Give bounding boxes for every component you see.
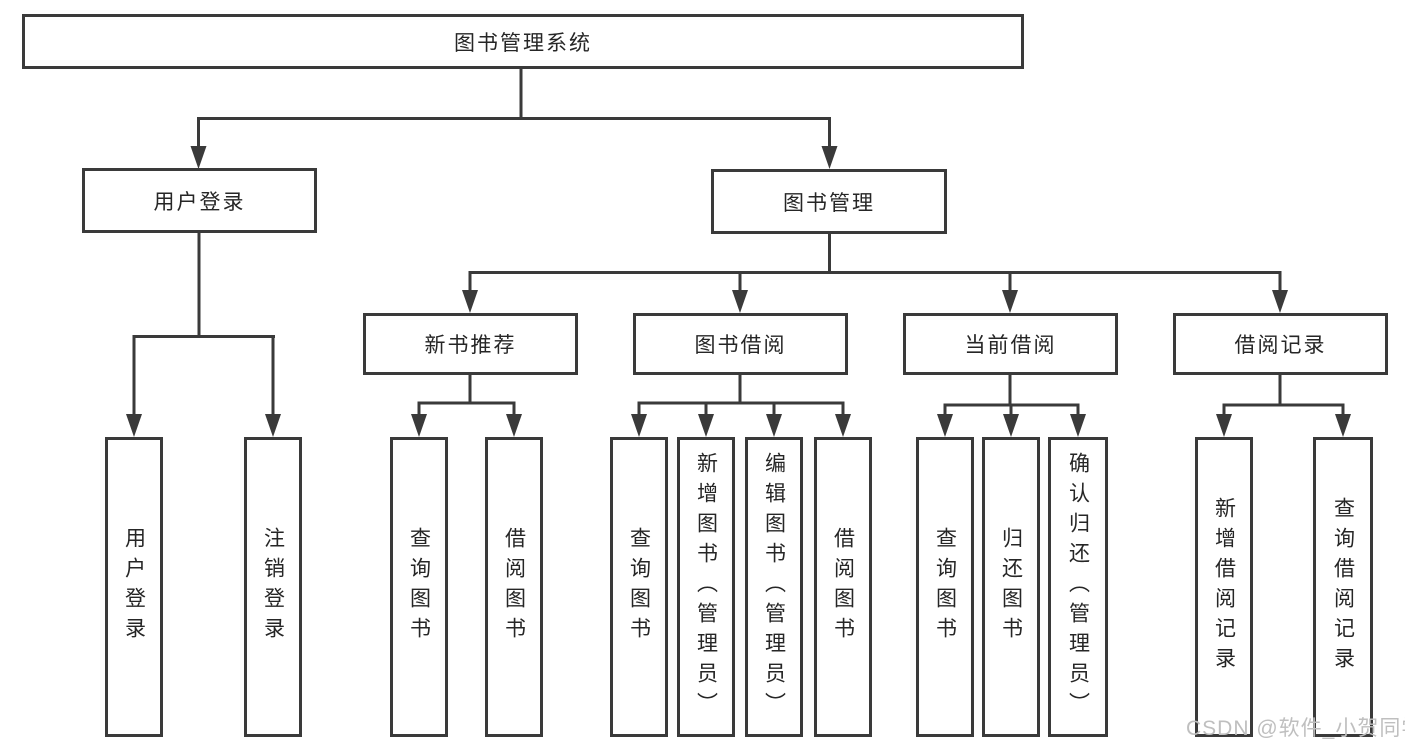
leaf-borrow-books: 借阅图书 (485, 437, 543, 737)
node-current-borrowing: 当前借阅 (903, 313, 1118, 375)
leaf-query-books: 查询图书 (610, 437, 668, 737)
node-book-borrowing: 图书借阅 (633, 313, 848, 375)
leaf-label: 确认归还（管理员） (1066, 452, 1090, 722)
leaf-label: 用户登录 (122, 527, 146, 647)
leaf-add-borrow-record: 新增借阅记录 (1195, 437, 1253, 737)
leaf-query-books: 查询图书 (916, 437, 974, 737)
leaf-label: 查询图书 (627, 527, 651, 647)
leaf-query-borrow-record: 查询借阅记录 (1313, 437, 1373, 737)
leaf-logout: 注销登录 (244, 437, 302, 737)
node-book-management-group: 图书管理 (711, 169, 947, 234)
leaf-label: 归还图书 (999, 527, 1023, 647)
leaf-return-books: 归还图书 (982, 437, 1040, 737)
node-label: 图书借阅 (694, 334, 787, 357)
leaf-borrow-books: 借阅图书 (814, 437, 872, 737)
node-new-book-recommendation: 新书推荐 (363, 313, 578, 375)
node-label: 当前借阅 (964, 334, 1057, 357)
node-label: 新书推荐 (424, 334, 517, 357)
leaf-label: 注销登录 (261, 527, 285, 647)
leaf-confirm-return-admin: 确认归还（管理员） (1048, 437, 1108, 737)
leaf-user-login: 用户登录 (105, 437, 163, 737)
leaf-label: 新增借阅记录 (1212, 497, 1236, 677)
node-borrowing-records: 借阅记录 (1173, 313, 1388, 375)
node-label: 图书管理系统 (454, 31, 592, 55)
leaf-label: 查询图书 (933, 527, 957, 647)
leaf-add-books-admin: 新增图书（管理员） (677, 437, 735, 737)
leaf-label: 借阅图书 (502, 527, 526, 647)
node-label: 借阅记录 (1234, 334, 1327, 357)
node-library-management-system: 图书管理系统 (22, 14, 1024, 69)
leaf-edit-books-admin: 编辑图书（管理员） (745, 437, 803, 737)
leaf-label: 编辑图书（管理员） (762, 452, 786, 722)
leaf-label: 查询图书 (407, 527, 431, 647)
watermark: CSDN @软件_小贺同学 (1186, 717, 1405, 740)
node-user-login-group: 用户登录 (82, 168, 317, 233)
leaf-label: 查询借阅记录 (1331, 497, 1355, 677)
leaf-label: 借阅图书 (831, 527, 855, 647)
leaf-label: 新增图书（管理员） (694, 452, 718, 722)
node-label: 用户登录 (153, 190, 246, 214)
leaf-query-books: 查询图书 (390, 437, 448, 737)
node-label: 图书管理 (783, 191, 875, 215)
